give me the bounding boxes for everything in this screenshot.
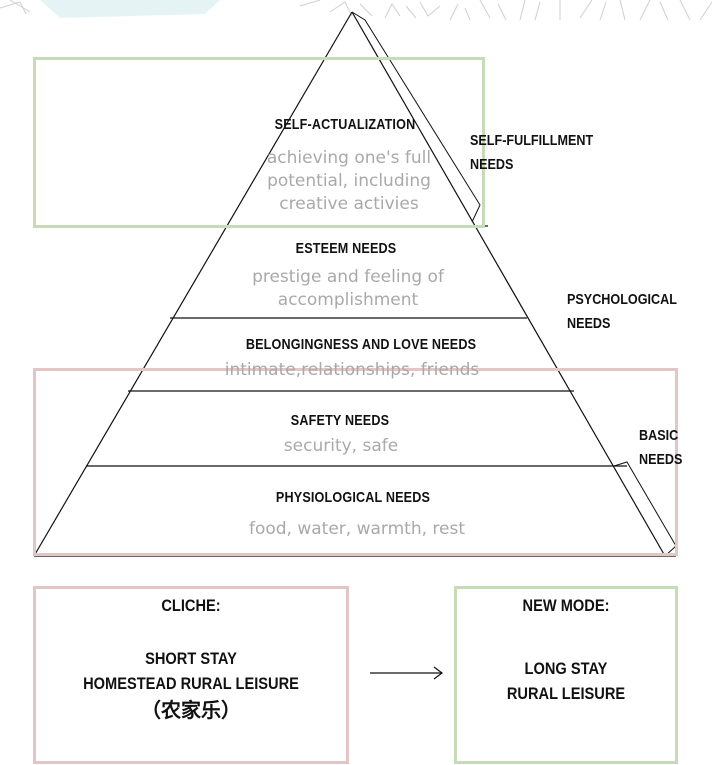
desc-line: potential, including — [267, 171, 431, 191]
level-belongingness-desc: intimate,relationships, friends — [225, 359, 480, 382]
desc-line: accomplishment — [277, 290, 419, 310]
level-safety-title: SAFETY NEEDS — [290, 412, 390, 429]
desc-line: food, water, warmth, rest — [248, 519, 466, 539]
level-physiological-desc: food, water, warmth, rest — [249, 518, 465, 541]
new-mode-box: NEW MODE: LONG STAY RURAL LEISURE — [454, 586, 678, 764]
level-self-actualization-title: SELF-ACTUALIZATION — [274, 116, 416, 133]
top-sketch-decoration — [0, 0, 713, 21]
level-esteem-desc: prestige and feeling of accomplishment — [252, 266, 444, 312]
side-label-line: NEEDS — [639, 451, 683, 468]
cliche-line-chinese: （农家乐） — [141, 698, 241, 722]
basic-needs-pink-box — [33, 368, 678, 556]
level-physiological-title: PHYSIOLOGICAL NEEDS — [275, 489, 431, 506]
cliche-box: CLICHE: SHORT STAY HOMESTEAD RURAL LEISU… — [33, 586, 349, 764]
arrow-right-icon — [370, 666, 443, 680]
side-label-psychological: PSYCHOLOGICAL NEEDS — [567, 288, 677, 336]
side-label-self-fulfillment: SELF-FULFILLMENT NEEDS — [470, 129, 593, 177]
pyramid-right-edge — [351, 11, 666, 557]
cliche-line-homestead: HOMESTEAD RURAL LEISURE — [83, 674, 299, 693]
new-mode-heading: NEW MODE: — [522, 596, 610, 615]
pyramid-left-edge — [33, 11, 353, 557]
level-self-actualization-desc: achieving one's full potential, includin… — [267, 147, 431, 216]
top-left-smudge — [40, 0, 220, 18]
side-label-line: BASIC — [639, 427, 679, 444]
self-fulfillment-green-box — [33, 57, 485, 228]
side-label-line: PSYCHOLOGICAL — [567, 291, 677, 308]
side-strip-self — [351, 11, 481, 223]
side-label-line: SELF-FULFILLMENT — [470, 132, 594, 149]
desc-line: prestige and feeling of — [252, 267, 444, 287]
level-esteem-title: ESTEEM NEEDS — [295, 240, 397, 257]
cliche-heading: CLICHE: — [161, 596, 221, 615]
cliche-line-short-stay: SHORT STAY — [145, 649, 237, 668]
level-safety-desc: security, safe — [284, 435, 398, 458]
side-label-line: NEEDS — [470, 156, 514, 173]
side-label-basic: BASIC NEEDS — [639, 424, 682, 472]
desc-line: achieving one's full — [266, 148, 432, 168]
new-mode-line-long-stay: LONG STAY — [524, 659, 608, 678]
new-mode-line-rural-leisure: RURAL LEISURE — [506, 684, 626, 703]
desc-line: security, safe — [283, 436, 399, 456]
desc-line: intimate,relationships, friends — [224, 360, 480, 380]
side-label-line: NEEDS — [567, 315, 611, 332]
level-belongingness-title: BELONGINGNESS AND LOVE NEEDS — [245, 336, 477, 353]
side-strip-basic — [613, 461, 677, 557]
desc-line: creative activies — [279, 194, 419, 214]
